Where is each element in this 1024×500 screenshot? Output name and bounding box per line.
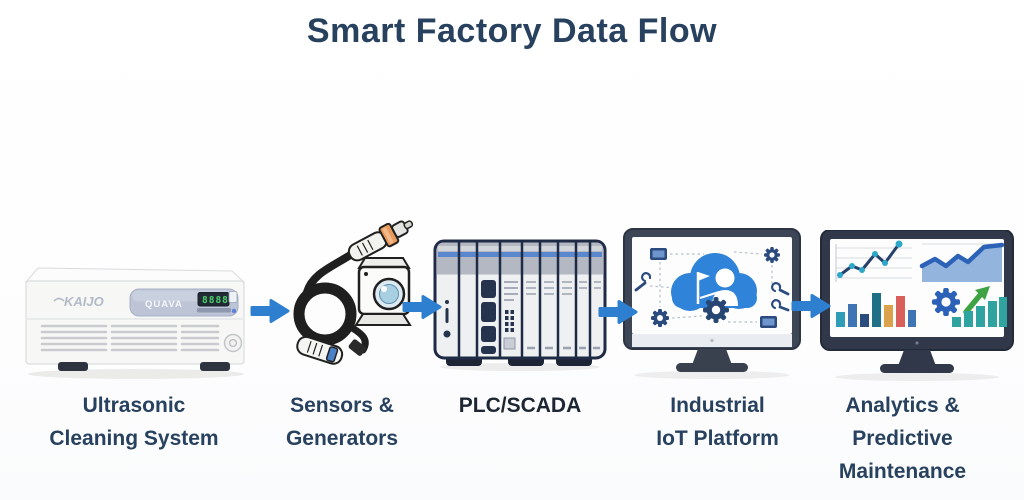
area-chart [919,242,1005,282]
label-analytics-predictive-maintenance: Analytics & Predictive Maintenance [838,394,967,483]
device-feet [58,362,230,371]
bar-chart [836,293,916,327]
monitor-stand [898,350,936,366]
sensor-cable-illustration [293,220,414,365]
control-knob [223,333,243,353]
flow-arrow-1 [250,299,290,323]
power-module-details [443,300,451,338]
iot-cloud-monitor-illustration [623,228,801,379]
panel-strip [197,308,231,313]
connector-plug-icon [347,220,414,262]
model-text: QUAVA [145,299,183,310]
mini-bar-chart [952,297,1007,327]
label-sensors-generators: Sensors & Generators [285,394,399,450]
flow-arrow-3 [598,300,638,324]
plc-rack-illustration [433,239,607,371]
cable-elbow [348,339,366,356]
line-chart [835,240,912,282]
plc-blue-stripe [438,252,602,257]
gear-icon-top-right [764,247,780,263]
gear-icon-bottom-left [651,309,669,327]
page-title: Smart Factory Data Flow [306,12,718,50]
digital-display: 8888 [197,292,230,307]
module-dividers [457,242,592,357]
device-mini-icon-top-left [650,248,667,260]
monitor-shadow [835,373,999,381]
connection-dashed-lines [649,251,773,323]
monitor-shadow [634,371,790,379]
camera-sensor-icon [354,257,412,326]
maintenance-gear-icon [932,288,960,316]
sensor-mount [354,313,412,326]
monitor-base [676,363,748,372]
device-shadow [28,369,244,379]
wrench-icon-left [634,272,652,292]
monitor-base [880,364,954,373]
plc-chassis [433,239,607,360]
cylinder-sensor-icon [296,335,344,365]
front-panel: QUAVA 8888 [129,288,239,317]
vent-grille [40,324,220,352]
analytics-dashboard-monitor-illustration [820,230,1014,381]
label-ultrasonic-cleaning-system: Ultrasonic Cleaning System [49,394,219,450]
cpu-module-slots [481,280,496,354]
label-industrial-iot-platform: Industrial IoT Platform [656,394,779,450]
cloud-icon [671,253,757,323]
svg-text:KAIJO: KAIJO [64,294,104,309]
ultrasonic-generator-illustration: KAIJO QUAVA 8888 [24,267,246,379]
flow-arrow-4 [791,294,831,318]
flow-arrow-2 [402,295,442,319]
growth-arrow-icon [963,286,990,315]
io-module-details [503,281,518,350]
svg-text:8888: 8888 [202,295,229,306]
trend-flag-icon [696,272,720,304]
panel-button [228,291,238,303]
cloud-gear-icon [703,297,729,323]
brand-logo: KAIJO [53,294,104,309]
wrench-icon-right-2 [771,299,790,312]
label-plc-scada: PLC/SCADA [458,394,582,417]
device-mini-icon-bottom-right [760,316,777,328]
generic-module-details [526,281,601,350]
cable-coil [293,282,357,346]
monitor-stand [692,349,732,365]
panel-led [231,308,237,314]
wrench-icon-right-1 [771,282,790,296]
